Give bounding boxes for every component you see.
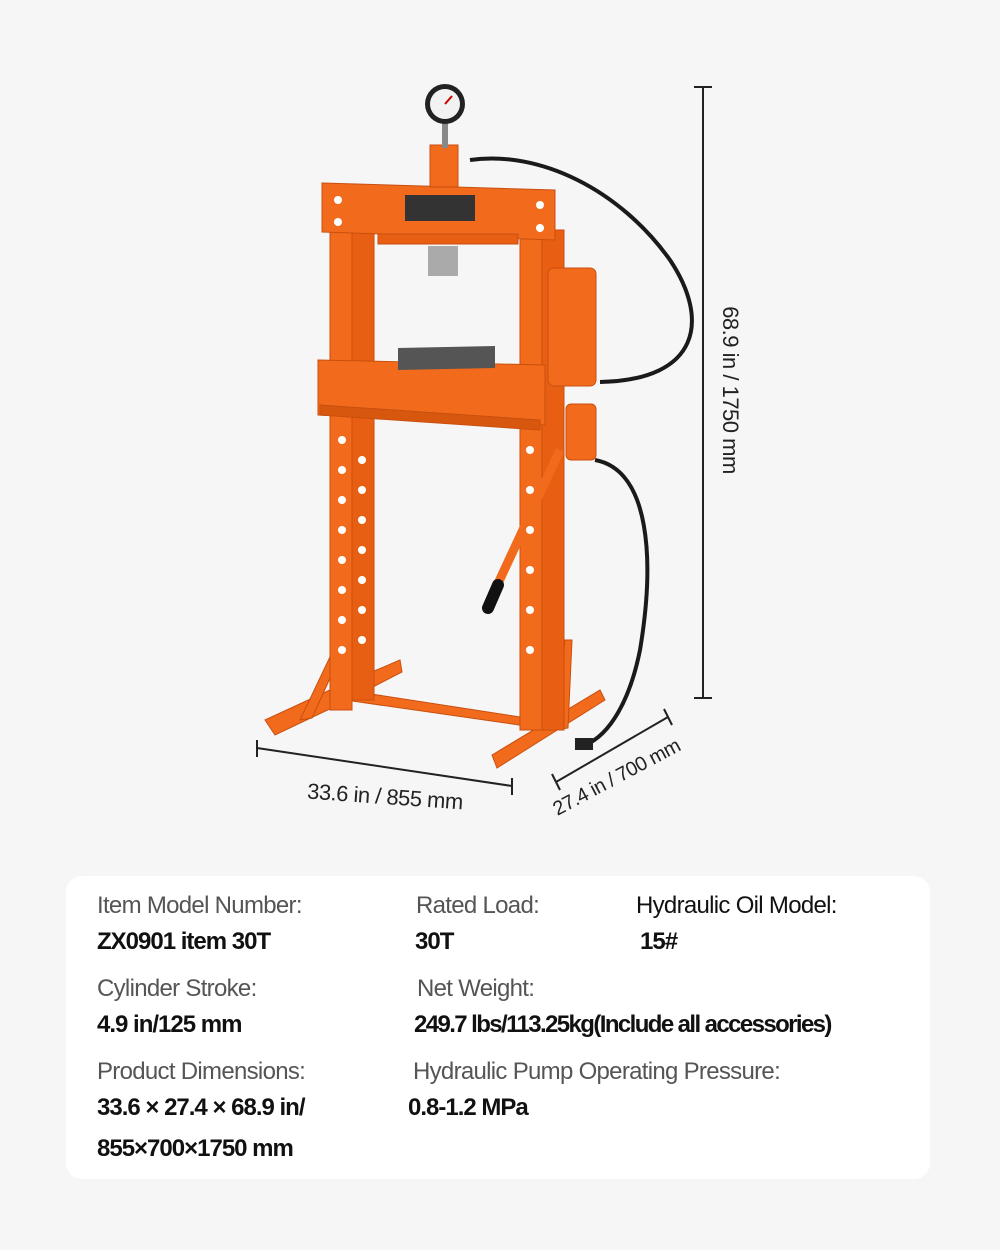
height-dimension: 68.9 in / 1750 mm xyxy=(718,306,743,474)
press-plate xyxy=(398,346,495,370)
dimensions-value-metric: 855×700×1750 mm xyxy=(97,1135,294,1162)
pressure-gauge-icon xyxy=(425,84,465,148)
pressure-value: 0.8-1.2 MPa xyxy=(408,1094,529,1121)
load-value: 30T xyxy=(415,928,454,955)
hydraulic-shop-press-illustration xyxy=(256,84,712,795)
pressure-label: Hydraulic Pump Operating Pressure: xyxy=(413,1058,781,1085)
oil-value: 15# xyxy=(640,928,678,955)
hydraulic-hose xyxy=(469,156,694,747)
dimensions-value-imperial: 33.6 × 27.4 × 68.9 in/ xyxy=(97,1094,305,1121)
load-label: Rated Load: xyxy=(416,892,540,919)
weight-value: 249.7 lbs/113.25kg(Include all accessori… xyxy=(414,1011,832,1038)
weight-label: Net Weight: xyxy=(417,975,535,1002)
ram xyxy=(428,246,458,276)
dimensions-label: Product Dimensions: xyxy=(97,1058,306,1085)
model-label: Item Model Number: xyxy=(97,892,303,919)
dimension-lines xyxy=(256,86,712,795)
hose-coupler xyxy=(575,738,593,750)
stroke-value: 4.9 in/125 mm xyxy=(97,1011,242,1038)
model-value: ZX0901 item 30T xyxy=(97,928,271,955)
frame-holes xyxy=(334,196,544,654)
spec-card: Item Model Number: ZX0901 item 30T Rated… xyxy=(66,876,930,1179)
press-frame xyxy=(264,144,606,769)
stroke-label: Cylinder Stroke: xyxy=(97,975,257,1002)
warning-label xyxy=(405,195,475,221)
oil-label: Hydraulic Oil Model: xyxy=(636,892,837,919)
